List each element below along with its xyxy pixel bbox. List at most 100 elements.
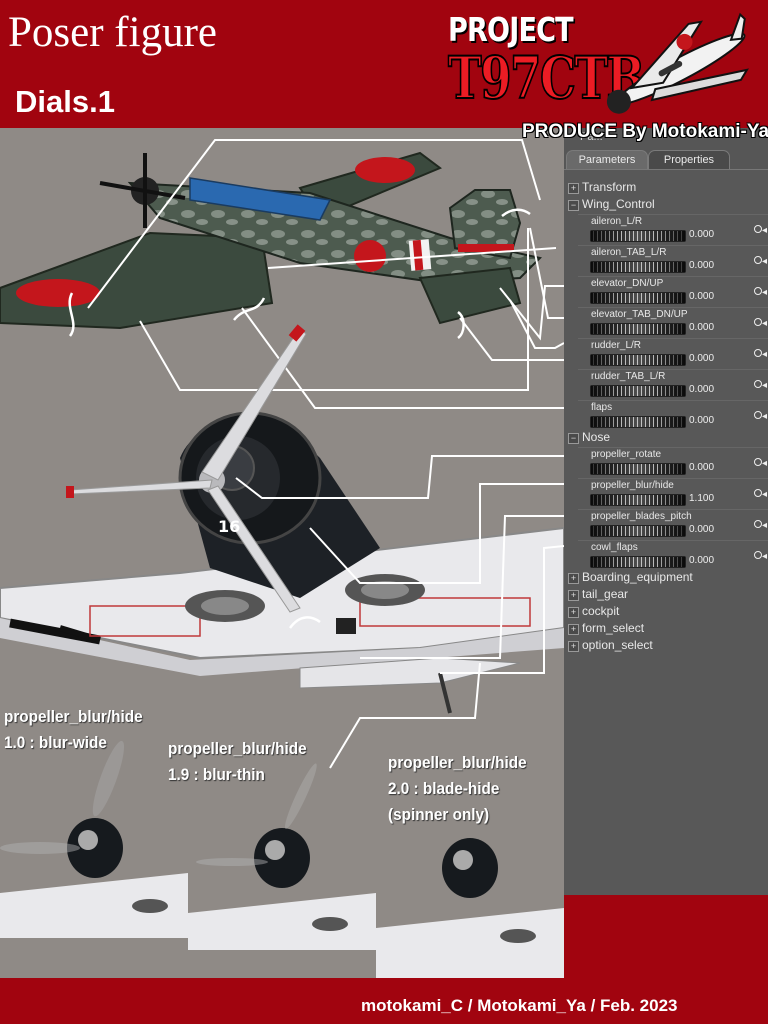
divider bbox=[578, 307, 768, 308]
logo-produce-text: PRODUCE By Motokami-Ya bbox=[522, 121, 768, 142]
dial-value[interactable]: 0.000 bbox=[689, 291, 715, 302]
expand-icon[interactable]: + bbox=[568, 641, 579, 652]
dial-menu-icon[interactable]: ◂ bbox=[754, 256, 768, 267]
dial-menu-icon[interactable]: ◂ bbox=[754, 520, 768, 531]
dial-cowl-flaps[interactable]: cowl_flaps 0.000 ◂ bbox=[564, 540, 768, 570]
dial-label: propeller_blur/hide bbox=[591, 480, 674, 491]
dial-menu-icon[interactable]: ◂ bbox=[754, 318, 768, 329]
panel-title: Pa... bbox=[580, 131, 603, 143]
dial-label: elevator_TAB_DN/UP bbox=[591, 309, 688, 320]
collapse-icon[interactable]: − bbox=[568, 433, 579, 444]
aircraft-nose-closeup: 16 bbox=[0, 324, 564, 714]
dial-propeller-rotate[interactable]: propeller_rotate 0.000 ◂ bbox=[564, 447, 768, 477]
dial-label: elevator_DN/UP bbox=[591, 278, 664, 289]
caption-blur-wide: propeller_blur/hide 1.0 : blur-wide bbox=[4, 704, 143, 756]
dial-value[interactable]: 0.000 bbox=[689, 462, 715, 473]
dial-label: aileron_TAB_L/R bbox=[591, 247, 667, 258]
group-option-select[interactable]: +option_select bbox=[568, 638, 653, 653]
thumbnail-blade-hide bbox=[376, 818, 564, 978]
divider bbox=[578, 338, 768, 339]
group-cockpit[interactable]: +cockpit bbox=[568, 604, 619, 619]
expand-icon[interactable]: + bbox=[568, 590, 579, 601]
caption-blur-thin-line2: 1.9 : blur-thin bbox=[168, 765, 265, 784]
expand-icon[interactable]: + bbox=[568, 183, 579, 194]
dial-elevator-tab[interactable]: elevator_TAB_DN/UP 0.000 ◂ bbox=[564, 307, 768, 337]
dial-value[interactable]: 0.000 bbox=[689, 353, 715, 364]
dial-value[interactable]: 0.000 bbox=[689, 415, 715, 426]
divider bbox=[578, 540, 768, 541]
dial-label: rudder_TAB_L/R bbox=[591, 371, 666, 382]
dial-value[interactable]: 1.100 bbox=[689, 493, 715, 504]
dial-slider[interactable] bbox=[590, 261, 686, 273]
dial-label: aileron_L/R bbox=[591, 216, 643, 227]
dial-elevator[interactable]: elevator_DN/UP 0.000 ◂ bbox=[564, 276, 768, 306]
dial-propeller-blades-pitch[interactable]: propeller_blades_pitch 0.000 ◂ bbox=[564, 509, 768, 539]
panel-body: +Transform −Wing_Control aileron_L/R 0.0… bbox=[564, 169, 768, 895]
caption-blur-wide-line1: propeller_blur/hide bbox=[4, 707, 143, 726]
divider bbox=[578, 447, 768, 448]
thumbnail-blur-wide bbox=[0, 740, 188, 938]
dial-slider[interactable] bbox=[590, 416, 686, 428]
thumbnail-blur-thin bbox=[188, 763, 376, 950]
dial-rudder-tab[interactable]: rudder_TAB_L/R 0.000 ◂ bbox=[564, 369, 768, 399]
dial-propeller-blur-hide[interactable]: propeller_blur/hide 1.100 ◂ bbox=[564, 478, 768, 508]
dial-slider[interactable] bbox=[590, 556, 686, 568]
dial-aileron-tab[interactable]: aileron_TAB_L/R 0.000 ◂ bbox=[564, 245, 768, 275]
logo-project-text: PROJECT bbox=[448, 10, 574, 49]
expand-icon[interactable]: + bbox=[568, 624, 579, 635]
divider bbox=[578, 245, 768, 246]
expand-icon[interactable]: + bbox=[568, 573, 579, 584]
leader-lines-wing bbox=[87, 139, 564, 409]
tab-properties[interactable]: Properties bbox=[648, 150, 730, 169]
group-wing-control-label: Wing_Control bbox=[582, 197, 655, 211]
dial-menu-icon[interactable]: ◂ bbox=[754, 458, 768, 469]
aircraft-renders: 16 bbox=[0, 139, 564, 978]
dial-menu-icon[interactable]: ◂ bbox=[754, 225, 768, 236]
dial-value[interactable]: 0.000 bbox=[689, 384, 715, 395]
divider bbox=[578, 369, 768, 370]
group-wing-control[interactable]: −Wing_Control bbox=[568, 197, 655, 212]
movement-arrows bbox=[68, 208, 531, 629]
dial-rudder[interactable]: rudder_L/R 0.000 ◂ bbox=[564, 338, 768, 368]
dial-menu-icon[interactable]: ◂ bbox=[754, 411, 768, 422]
dial-menu-icon[interactable]: ◂ bbox=[754, 380, 768, 391]
caption-blur-thin-line1: propeller_blur/hide bbox=[168, 739, 307, 758]
dial-slider[interactable] bbox=[590, 385, 686, 397]
dial-menu-icon[interactable]: ◂ bbox=[754, 551, 768, 562]
dial-aileron[interactable]: aileron_L/R 0.000 ◂ bbox=[564, 214, 768, 244]
render-area: 16 bbox=[0, 128, 564, 978]
dial-slider[interactable] bbox=[590, 292, 686, 304]
group-boarding-equipment[interactable]: +Boarding_equipment bbox=[568, 570, 693, 585]
dial-menu-icon[interactable]: ◂ bbox=[754, 287, 768, 298]
dial-flaps[interactable]: flaps 0.000 ◂ bbox=[564, 400, 768, 430]
group-tail-gear[interactable]: +tail_gear bbox=[568, 587, 628, 602]
dial-slider[interactable] bbox=[590, 354, 686, 366]
group-tail-gear-label: tail_gear bbox=[582, 587, 629, 601]
dial-slider[interactable] bbox=[590, 323, 686, 335]
collapse-icon[interactable]: − bbox=[568, 200, 579, 211]
dial-slider[interactable] bbox=[590, 494, 686, 506]
dial-value[interactable]: 0.000 bbox=[689, 229, 715, 240]
dial-value[interactable]: 0.000 bbox=[689, 555, 715, 566]
group-option-select-label: option_select bbox=[582, 638, 653, 652]
group-nose[interactable]: −Nose bbox=[568, 430, 610, 445]
dial-menu-icon[interactable]: ◂ bbox=[754, 349, 768, 360]
group-form-select[interactable]: +form_select bbox=[568, 621, 644, 636]
group-cockpit-label: cockpit bbox=[582, 604, 620, 618]
dial-value[interactable]: 0.000 bbox=[689, 260, 715, 271]
group-transform-label: Transform bbox=[582, 180, 637, 194]
dial-value[interactable]: 0.000 bbox=[689, 322, 715, 333]
expand-icon[interactable]: + bbox=[568, 607, 579, 618]
dial-menu-icon[interactable]: ◂ bbox=[754, 489, 768, 500]
dial-slider[interactable] bbox=[590, 230, 686, 242]
dial-slider[interactable] bbox=[590, 463, 686, 475]
dial-value[interactable]: 0.000 bbox=[689, 524, 715, 535]
divider bbox=[578, 509, 768, 510]
dial-slider[interactable] bbox=[590, 525, 686, 537]
tab-parameters[interactable]: Parameters bbox=[566, 150, 648, 169]
group-form-select-label: form_select bbox=[582, 621, 645, 635]
group-transform[interactable]: +Transform bbox=[568, 180, 636, 195]
divider bbox=[578, 478, 768, 479]
cowl-number-label: 16 bbox=[218, 517, 240, 536]
divider bbox=[578, 214, 768, 215]
